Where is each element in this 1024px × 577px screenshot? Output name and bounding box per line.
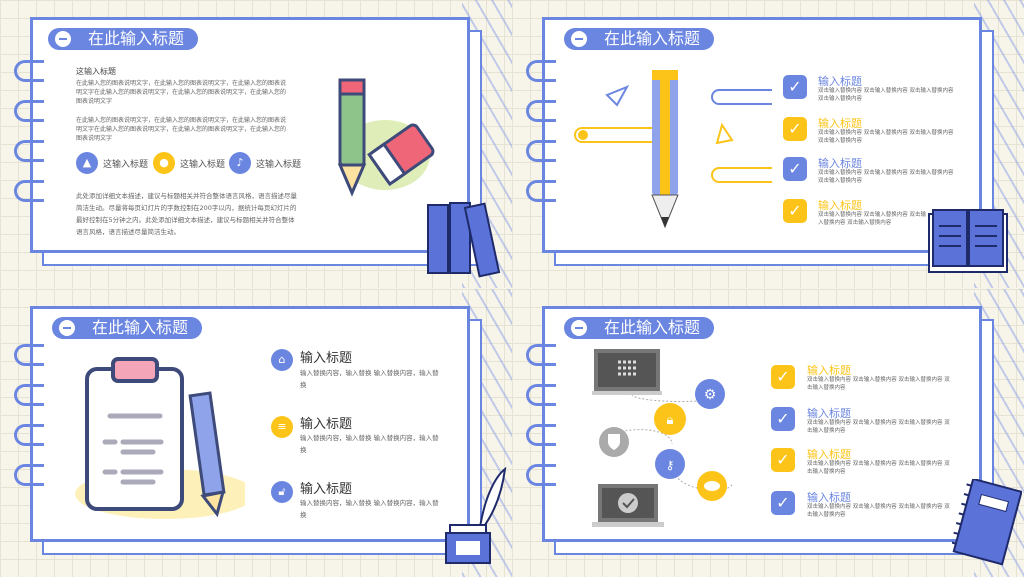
title-text: 在此输入标题 xyxy=(604,318,701,337)
item-text: 双击输入替换内容 双击输入替换内容 双击输入替换内容 双击输入替换内容 xyxy=(807,461,950,475)
bell-icon: ♪ xyxy=(229,152,251,174)
unlock-icon: 🔓︎ xyxy=(271,481,293,503)
item-title: 输入标题 xyxy=(807,448,851,461)
chat-icon: ● xyxy=(153,152,175,174)
pencil-timeline-illustration xyxy=(574,70,772,229)
clipboard-illustration xyxy=(75,357,245,519)
svg-text:⚷: ⚷ xyxy=(666,458,675,472)
paragraph: 在此输入您的图表说明文字，在此输入您的图表说明文字，在此输入您的图表说明文字在此… xyxy=(76,117,287,142)
title-text: 在此输入标题 xyxy=(92,318,189,337)
ring-icon xyxy=(14,464,44,486)
slide-title: 在此输入标题 xyxy=(564,28,715,50)
slide-title: 在此输入标题 xyxy=(48,28,199,50)
item-text: 双击输入替换内容 双击输入替换内容 双击输入替换内容 双击输入替换内容 xyxy=(818,88,954,102)
svg-text:🔒︎: 🔒︎ xyxy=(667,413,674,428)
item-text: 输入替换内容，输入替换 输入替换内容，输入替换 xyxy=(300,434,439,454)
heading: 这输入标题 xyxy=(76,67,116,76)
slide-4[interactable]: 在此输入标题 ⚙ 🔒︎ ⚷ ✓ 输入标题 双击输入替换内容 双击输入替换内容 双… xyxy=(512,289,1024,577)
ink-quill-illustration xyxy=(445,467,507,564)
item-text: 输入替换内容，输入替换 输入替换内容，输入替换 xyxy=(300,499,439,519)
slide-card xyxy=(542,17,982,253)
fire-icon: ▲ xyxy=(76,152,98,174)
ring-icon xyxy=(526,140,556,162)
slide-title: 在此输入标题 xyxy=(52,317,203,339)
slide-title: 在此输入标题 xyxy=(564,317,715,339)
home-icon: ⌂ xyxy=(271,349,293,371)
title-text: 在此输入标题 xyxy=(88,29,185,48)
item-title: 输入标题 xyxy=(300,417,353,432)
ring-icon xyxy=(526,344,556,366)
item-title: 输入标题 xyxy=(818,199,862,212)
ring-icon xyxy=(526,384,556,406)
checkbox-icon[interactable]: ✓ xyxy=(771,491,795,515)
books-illustration xyxy=(427,202,501,278)
item-text: 双击输入替换内容 双击输入替换内容 双击输入替换内容 双击输入替换内容 xyxy=(818,170,954,184)
item-text: 双击输入替换内容 双击输入替换内容 双击输入替换内容 双击输入替换内容 xyxy=(818,130,954,144)
ring-icon xyxy=(14,100,44,122)
item-title: 输入标题 xyxy=(300,351,353,366)
checkbox-icon[interactable]: ✓ xyxy=(783,199,807,223)
checkbox-icon[interactable]: ✓ xyxy=(771,448,795,472)
item-title: 输入标题 xyxy=(807,407,851,420)
ring-icon xyxy=(14,140,44,162)
pencil-eraser-illustration xyxy=(337,78,435,197)
ring-icon xyxy=(526,180,556,202)
icon-label: 这输入标题 xyxy=(180,160,226,170)
minus-icon xyxy=(55,31,71,47)
slide-2[interactable]: 在此输入标题 ✓ 输入标题 双击输入替换内容 双击输入替换内容 双击输入替换内容… xyxy=(512,0,1024,288)
ring-icon xyxy=(14,60,44,82)
security-devices-illustration: ⚙ 🔒︎ ⚷ xyxy=(592,349,733,527)
title-text: 在此输入标题 xyxy=(604,29,701,48)
open-book-illustration xyxy=(928,209,1008,273)
item-title: 输入标题 xyxy=(807,491,851,504)
ring-icon xyxy=(526,464,556,486)
body-text: 此处添加详细文本描述，建议与标题相关并符合整体语言风格，语言描述尽量简洁生动。尽… xyxy=(76,192,297,236)
item-text: 双击输入替换内容 双击输入替换内容 双击输入替换内容 双击输入替换内容 xyxy=(807,504,950,518)
ring-icon xyxy=(14,384,44,406)
minus-icon xyxy=(571,320,587,336)
ring-icon xyxy=(526,60,556,82)
checkbox-icon[interactable]: ✓ xyxy=(771,407,795,431)
ring-icon xyxy=(14,344,44,366)
notebook-illustration xyxy=(952,479,1022,566)
ring-icon xyxy=(14,424,44,446)
item-text: 双击输入替换内容 双击输入替换内容 双击输入替换内容 双击输入替换内容 xyxy=(807,377,950,391)
minus-icon xyxy=(571,31,587,47)
item-text: 双击输入替换内容 双击输入替换内容 双击输入替换内容 双击输入替换内容 xyxy=(818,212,926,226)
checkbox-icon[interactable]: ✓ xyxy=(783,157,807,181)
checkbox-icon[interactable]: ✓ xyxy=(783,117,807,141)
paragraph: 在此输入您的图表说明文字，在此输入您的图表说明文字，在此输入您的图表说明文字在此… xyxy=(76,80,287,105)
item-text: 双击输入替换内容 双击输入替换内容 双击输入替换内容 双击输入替换内容 xyxy=(807,420,950,434)
item-text: 输入替换内容，输入替换 输入替换内容，输入替换 xyxy=(300,369,439,389)
checkbox-icon[interactable]: ✓ xyxy=(771,365,795,389)
item-title: 输入标题 xyxy=(807,364,851,377)
icon-label: 这输入标题 xyxy=(256,160,302,170)
item-title: 输入标题 xyxy=(818,117,862,130)
svg-text:⚙: ⚙ xyxy=(704,387,717,403)
slide-card xyxy=(542,306,982,542)
ring-icon xyxy=(526,100,556,122)
ring-icon xyxy=(14,180,44,202)
ring-icon xyxy=(526,424,556,446)
item-title: 输入标题 xyxy=(818,75,862,88)
item-title: 输入标题 xyxy=(818,157,862,170)
stack-icon: ≡ xyxy=(271,416,293,438)
slide-3[interactable]: 在此输入标题 ⌂ 输入标题 输入替换内容，输入替换 输入替换内容，输入替换 ≡ … xyxy=(0,289,512,577)
item-title: 输入标题 xyxy=(300,482,353,497)
minus-icon xyxy=(59,320,75,336)
slide-1[interactable]: 在此输入标题 这输入标题 在此输入您的图表说明文字，在此输入您的图表说明文字，在… xyxy=(0,0,512,288)
checkbox-icon[interactable]: ✓ xyxy=(783,75,807,99)
icon-label: 这输入标题 xyxy=(103,160,149,170)
